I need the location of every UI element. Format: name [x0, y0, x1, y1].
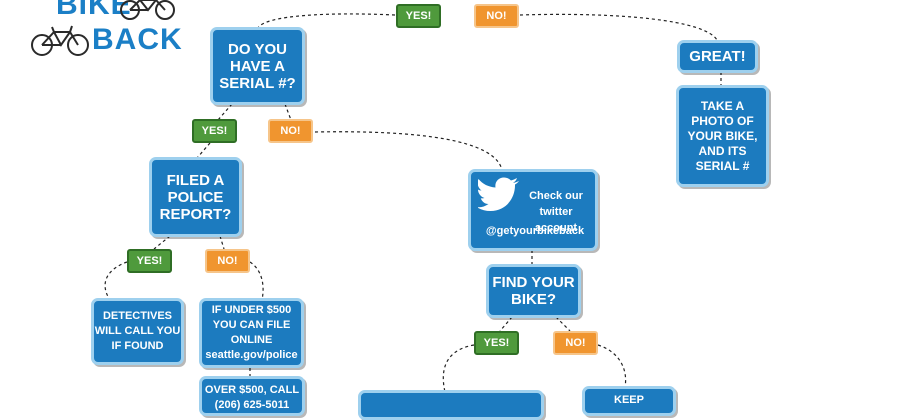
logo-word-bike: BIKE	[56, 0, 132, 21]
serial-question-node: DO YOU HAVE A SERIAL #?	[210, 27, 305, 105]
over-500-node: OVER $500, CALL (206) 625-5011	[199, 376, 305, 416]
report-no-label: NO!	[205, 249, 250, 273]
top-no-label: NO!	[474, 4, 519, 28]
detectives-text: DETECTIVES WILL CALL YOU IF FOUND	[94, 310, 181, 352]
keep-text: KEEP	[614, 394, 644, 406]
twitter-bird-icon	[478, 177, 519, 211]
photo-text: TAKE A PHOTO OF YOUR BIKE, AND ITS SERIA…	[687, 98, 758, 173]
connector-serial-no	[284, 103, 292, 121]
find-bike-text: FIND YOUR BIKE?	[492, 274, 575, 308]
under-500-text: IF UNDER $500 YOU CAN FILE ONLINE seattl…	[205, 304, 298, 361]
serial-yes-label: YES!	[192, 119, 237, 143]
connector-no-to-twitter	[314, 131, 503, 171]
bicycle-icon	[120, 0, 175, 20]
connector-yes-to-detectives	[104, 261, 128, 301]
find-yes-label: YES!	[474, 331, 519, 355]
under-500-node: IF UNDER $500 YOU CAN FILE ONLINE seattl…	[199, 298, 304, 368]
detectives-node: DETECTIVES WILL CALL YOU IF FOUND	[91, 298, 184, 365]
twitter-node	[468, 169, 598, 251]
logo-word-back: BACK	[92, 23, 183, 56]
connector-find-no	[555, 316, 571, 332]
connector-yes-to-report	[196, 142, 211, 159]
connector-yes-to-found	[442, 344, 475, 393]
top-yes-label: YES!	[396, 4, 441, 28]
connector-report-yes	[153, 235, 171, 250]
connector-no-to-under500	[249, 261, 264, 301]
connector-top-to-great	[519, 13, 718, 41]
police-report-node: FILED A POLICE REPORT?	[149, 157, 242, 237]
serial-no-label: NO!	[268, 119, 313, 143]
connector-serial-yes	[217, 103, 233, 121]
report-yes-label: YES!	[127, 249, 172, 273]
twitter-handle-text: @getyourbikeback	[485, 225, 585, 237]
bicycle-icon	[31, 25, 89, 56]
connector-report-no	[219, 235, 225, 250]
over-500-text: OVER $500, CALL (206) 625-5011	[204, 384, 300, 411]
connector-find-yes	[499, 316, 513, 332]
police-report-text: FILED A POLICE REPORT?	[159, 171, 232, 223]
keep-node: KEEP	[582, 386, 676, 416]
found-bike-node	[358, 390, 544, 420]
photo-node: TAKE A PHOTO OF YOUR BIKE, AND ITS SERIA…	[676, 85, 769, 187]
great-text: GREAT!	[689, 48, 746, 65]
find-no-label: NO!	[553, 331, 598, 355]
twitter-account-text: Check our twitter account	[529, 190, 583, 234]
serial-question-text: DO YOU HAVE A SERIAL #?	[219, 40, 296, 92]
great-node: GREAT!	[677, 40, 758, 73]
find-bike-node: FIND YOUR BIKE?	[486, 264, 581, 318]
connector-no-to-keep	[597, 344, 627, 388]
connector-top-to-serial	[257, 13, 396, 29]
